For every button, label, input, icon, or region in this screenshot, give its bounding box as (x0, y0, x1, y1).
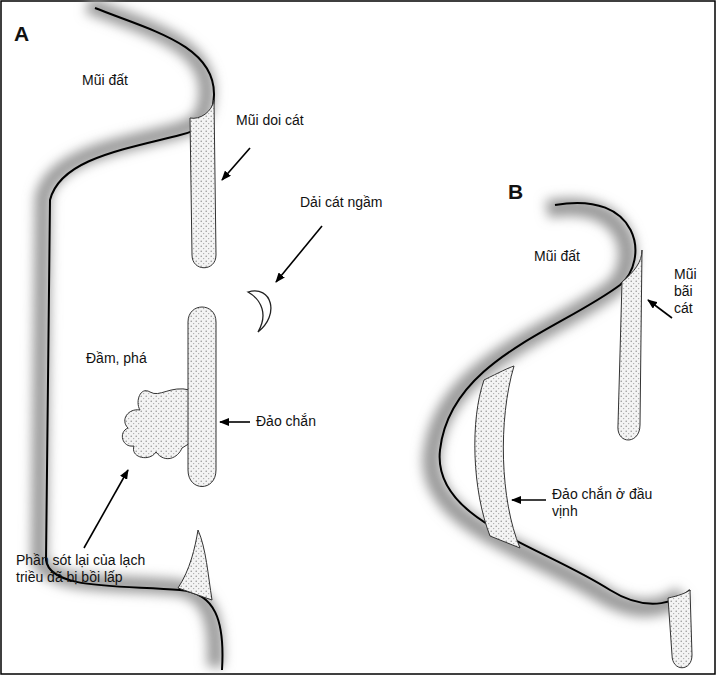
landform-label: Đảo chắn ở đầu vịnh (552, 486, 662, 520)
barrier-island (188, 307, 216, 487)
sand-spit (668, 590, 692, 668)
landform-label: Dải cát ngầm (300, 194, 420, 211)
panel-letter: A (14, 22, 54, 46)
leader-arrows (84, 148, 672, 548)
sand-beach-spit (618, 250, 642, 440)
landform-label: Mũi doi cát (236, 112, 346, 129)
panel-letter: B (508, 180, 548, 204)
landform-label: Đầm, phá (86, 350, 176, 367)
landform-label: Mũi đất (534, 248, 614, 265)
landform-label: Mũi đất (82, 72, 172, 89)
submerged-bar (248, 291, 271, 332)
landform-label: Phần sót lại của lạch triều đã bị bồi lấ… (16, 552, 156, 586)
infilled-tidal-inlet (122, 389, 195, 459)
bayhead-barrier (475, 366, 520, 548)
coastline-b (432, 203, 690, 608)
landform-label: Đảo chắn (256, 413, 346, 430)
landform-label: Mũi bãi cát (674, 266, 712, 317)
sand-spit (178, 530, 212, 600)
sand-spit (190, 100, 216, 268)
